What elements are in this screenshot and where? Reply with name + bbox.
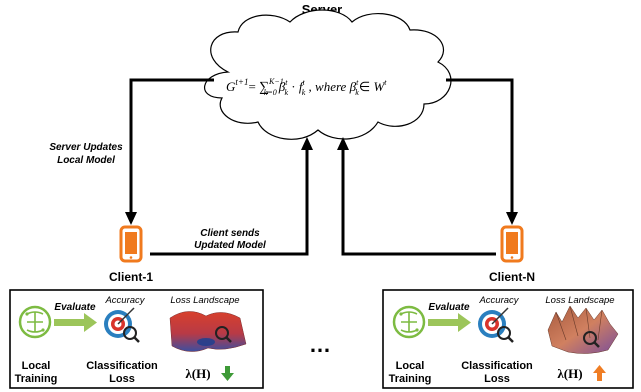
local-training-label-1: Local: [22, 360, 51, 372]
formula-beta1-sub: k: [284, 88, 288, 97]
classification-loss-label-1: Classification: [461, 360, 533, 372]
magnifier-icon: [497, 326, 514, 343]
loss-landscape-label: Loss Landscape: [170, 295, 239, 306]
formula-sum: ∑: [259, 80, 269, 95]
formula-f-sub: k: [302, 88, 306, 97]
formula-beta1-sup: t: [285, 78, 288, 87]
local-training-label-2: Training: [389, 373, 432, 385]
lambda-label: λ(H): [557, 366, 582, 381]
evaluate-arrow: [54, 313, 97, 332]
evaluate-label: Evaluate: [428, 302, 470, 313]
edge-label-server-updates-2: Local Model: [57, 155, 115, 166]
arrow-down-icon: [221, 366, 234, 381]
accuracy-label: Accuracy: [104, 295, 145, 306]
magnifier-icon: [583, 331, 600, 348]
brain-circuit-icon: [392, 305, 426, 339]
arrow-clientN-to-server: [337, 137, 496, 256]
client-1-panel: Evaluate Accuracy Loss Landscape Local T…: [9, 289, 264, 389]
client-n-panel: Evaluate Accuracy Loss Landscape Local T…: [382, 289, 634, 389]
brain-circuit-icon: [18, 305, 52, 339]
formula-in: ∈: [359, 79, 374, 94]
formula-beta2: β: [349, 79, 357, 94]
formula-f-sup: t: [302, 78, 305, 87]
clients-ellipsis: …: [309, 332, 331, 357]
magnifier-icon: [215, 326, 232, 343]
local-training-label-2: Training: [15, 373, 58, 385]
classification-loss-label-2: Loss: [109, 373, 135, 385]
arrow-server-to-client1: [125, 78, 214, 225]
loss-surface-icon: [169, 311, 247, 352]
formula-W-sup: t: [384, 78, 387, 87]
evaluate-label: Evaluate: [54, 302, 96, 313]
edge-label-server-updates-1: Server Updates: [49, 142, 123, 153]
client-n-name: Client-N: [489, 270, 535, 284]
formula-sum-sup: K−1: [268, 77, 284, 86]
loss-surface-icon: [547, 305, 619, 354]
edge-label-client-sends-2: Updated Model: [194, 240, 266, 251]
magnifier-icon: [123, 326, 140, 343]
lambda-label: λ(H): [185, 366, 210, 381]
formula-beta2-sup: t: [356, 78, 359, 87]
arrow-server-to-clientN: [446, 78, 518, 225]
classification-loss-label-2: Loss: [484, 373, 510, 385]
server-cloud: [203, 9, 452, 140]
smartphone-icon: [119, 225, 143, 263]
formula-lhs-sup: t+1: [235, 77, 248, 87]
classification-loss-label-1: Classification: [86, 360, 158, 372]
formula-eq: =: [248, 79, 259, 94]
formula-lhs: G: [226, 79, 236, 94]
client-1-name: Client-1: [109, 270, 153, 284]
local-training-label-1: Local: [396, 360, 425, 372]
formula-W: W: [373, 79, 385, 94]
edge-label-client-sends-1: Client sends: [200, 228, 260, 239]
arrow-client1-to-server: [150, 137, 313, 256]
formula-where: , where: [305, 79, 349, 94]
loss-landscape-label: Loss Landscape: [545, 295, 614, 306]
formula-f: f: [299, 79, 305, 94]
arrow-up-icon: [593, 365, 606, 381]
evaluate-arrow: [428, 313, 471, 332]
accuracy-label: Accuracy: [478, 295, 519, 306]
smartphone-icon: [500, 225, 524, 263]
formula-beta2-sub: k: [355, 88, 359, 97]
formula-sum-sub: k=0: [264, 88, 277, 97]
formula-beta1: β: [278, 79, 286, 94]
formula-dot: ·: [288, 79, 299, 94]
